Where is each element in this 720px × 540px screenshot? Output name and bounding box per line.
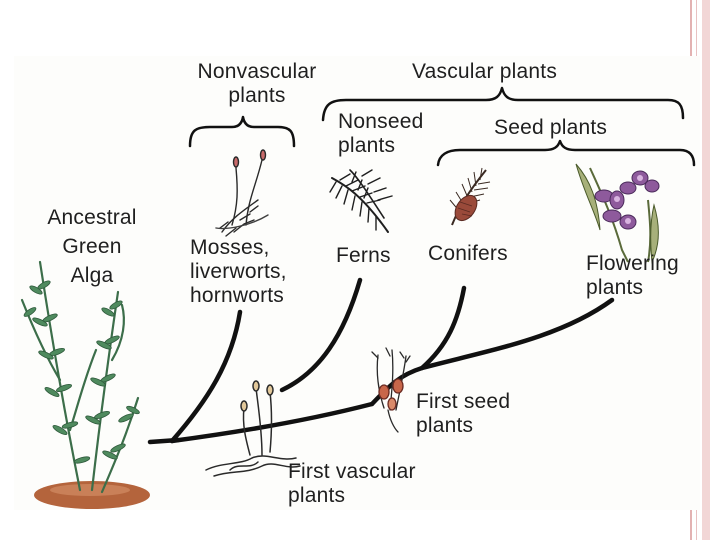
flowering-plant-illustration: [575, 163, 660, 264]
nonseed-plants-label: Nonseed plants: [338, 110, 424, 157]
first-seed-plants-label: First seed plants: [416, 390, 511, 437]
first-vascular-plant-illustration: [205, 380, 301, 477]
branch-conifers: [419, 285, 467, 371]
seed-bracket: [436, 139, 696, 167]
conifers-label: Conifers: [428, 242, 508, 265]
vascular-plants-label: Vascular plants: [412, 60, 558, 83]
conifer-illustration: [449, 167, 491, 226]
fern-illustration: [329, 169, 393, 233]
ferns-label: Ferns: [336, 244, 391, 267]
branch-ferns: [279, 277, 363, 393]
branch-flowering: [419, 297, 615, 371]
seed-plants-label: Seed plants: [494, 116, 608, 139]
nonvascular-plants-label: Nonvascular plants: [197, 60, 317, 107]
branch-vascular: [169, 401, 375, 444]
branch-mosses: [169, 309, 243, 444]
moss-illustration: [215, 149, 269, 237]
nonvascular-bracket: [188, 115, 296, 148]
first-seed-plant-illustration: [371, 347, 411, 433]
ancestral-alga-illustration: [20, 260, 150, 509]
first-vascular-plants-label: First vascular plants: [288, 460, 416, 507]
flowering-plants-label: Flowering plants: [586, 252, 679, 299]
slide-edge-band: [702, 0, 710, 540]
vascular-bracket: [321, 86, 685, 122]
ancestral-green-alga-label: Ancestral Green Alga: [47, 206, 137, 287]
mosses-label: Mosses, liverworts, hornworts: [190, 236, 287, 307]
